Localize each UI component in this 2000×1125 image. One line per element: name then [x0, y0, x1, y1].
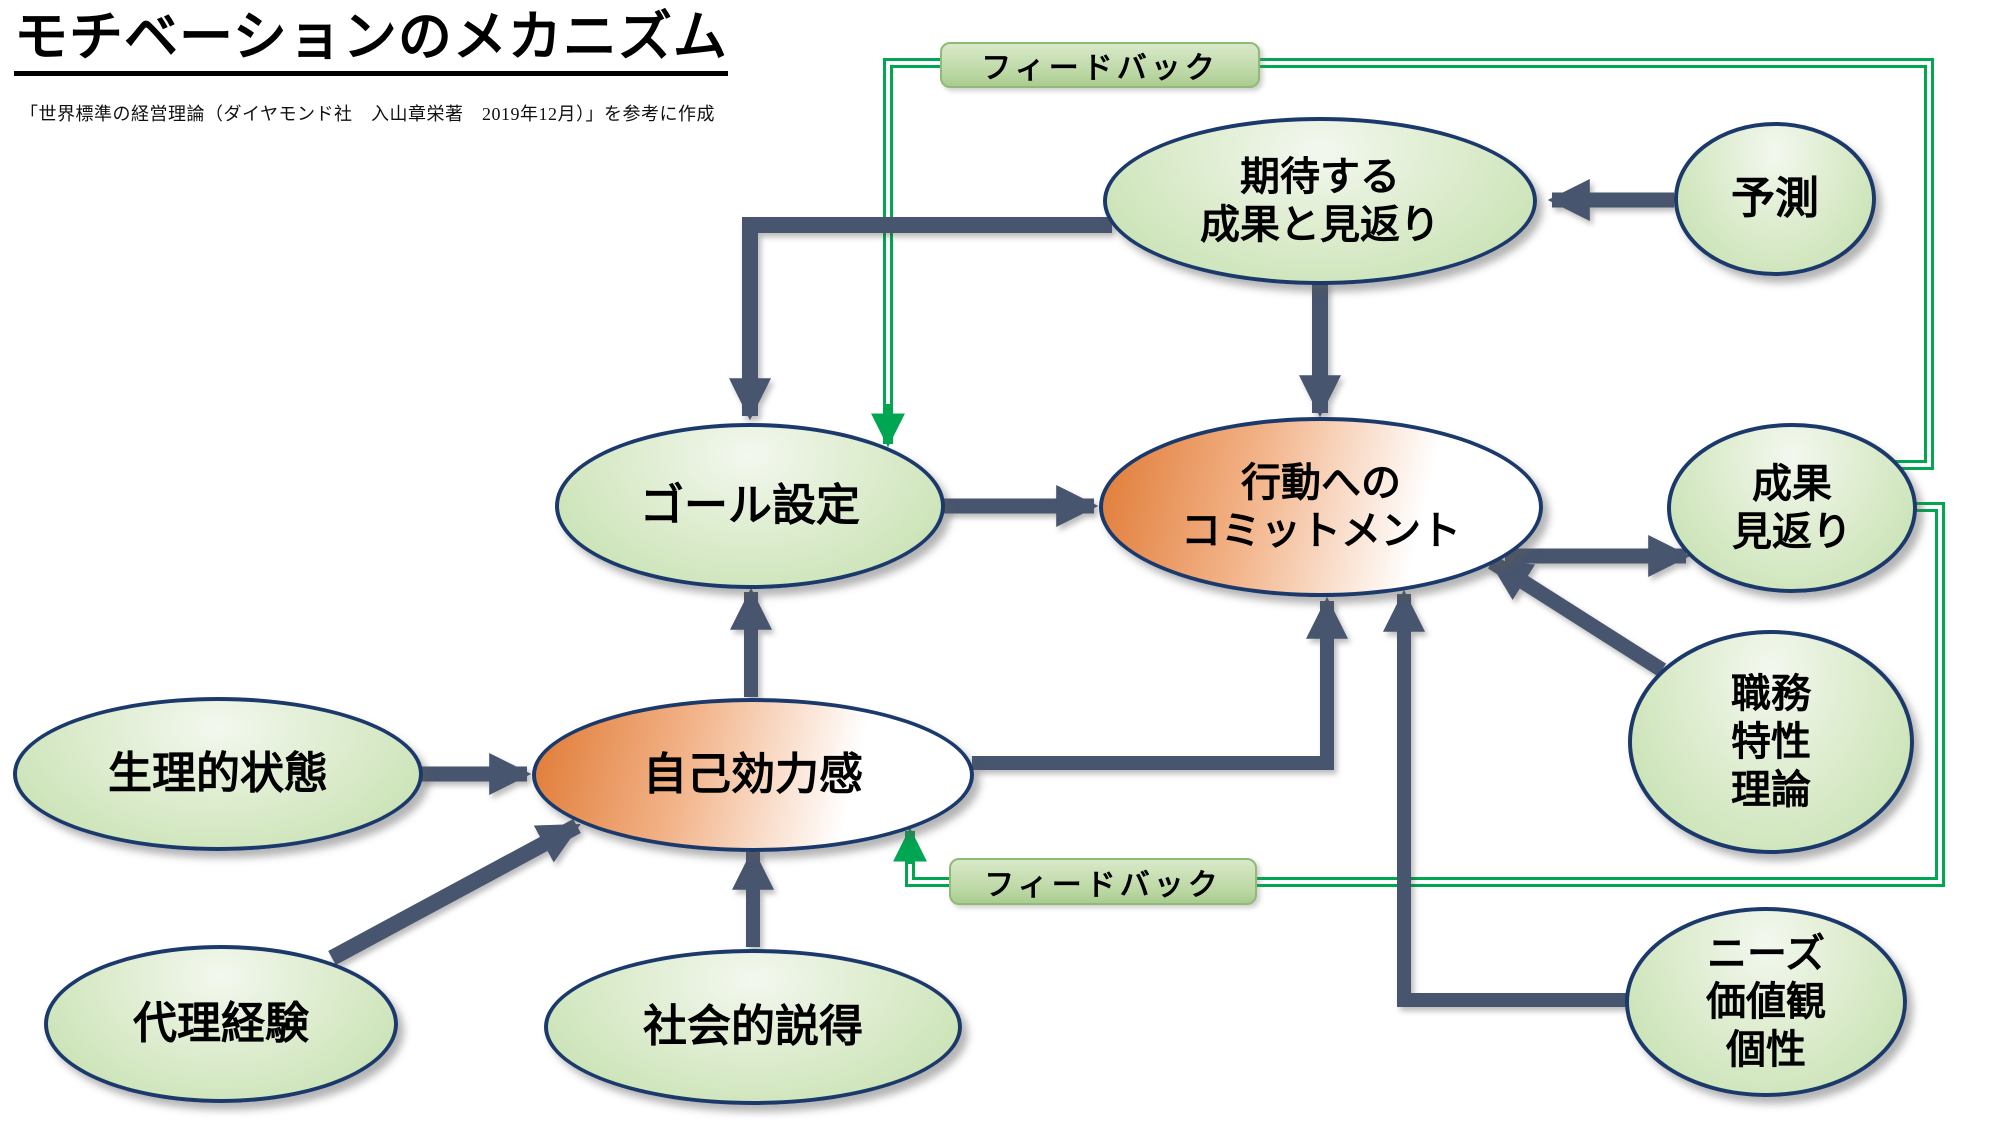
arrow-vicarious-to-selfefficacy — [328, 818, 581, 966]
arrow-selfefficacy-to-commitment — [972, 596, 1348, 770]
diagram-subtitle: 「世界標準の経営理論（ダイヤモンド社 入山章栄著 2019年12月）」を参考に作… — [20, 104, 715, 124]
node-vicarious-experience: 代理経験 — [44, 945, 398, 1103]
node-self-efficacy: 自己効力感 — [532, 698, 974, 852]
node-social-persuasion: 社会的説得 — [544, 949, 962, 1105]
node-goal-setting: ゴール設定 — [555, 423, 945, 589]
node-physiological-state: 生理的状態 — [13, 697, 423, 851]
diagram-title: モチベーションのメカニズム — [14, 7, 728, 77]
arrow-needs-to-commitment — [1383, 589, 1630, 1007]
arrow-expected-to-goal — [729, 217, 1112, 421]
node-needs-values: ニーズ 価値観 個性 — [1625, 907, 1907, 1097]
feedback-line-top — [871, 58, 1934, 470]
node-expected-outcome: 期待する 成果と見返り — [1103, 117, 1537, 285]
node-commitment: 行動への コミットメント — [1099, 417, 1543, 597]
feedback-line-bottom — [893, 502, 1945, 887]
feedback-label-middle: フィードバック — [949, 858, 1257, 905]
node-prediction: 予測 — [1674, 122, 1876, 276]
node-job-characteristics: 職務 特性 理論 — [1628, 630, 1914, 854]
arrow-jobchar-to-commitment — [1487, 555, 1667, 677]
feedback-label-top: フィードバック — [940, 42, 1260, 88]
node-outcome-reward: 成果 見返り — [1667, 423, 1917, 593]
